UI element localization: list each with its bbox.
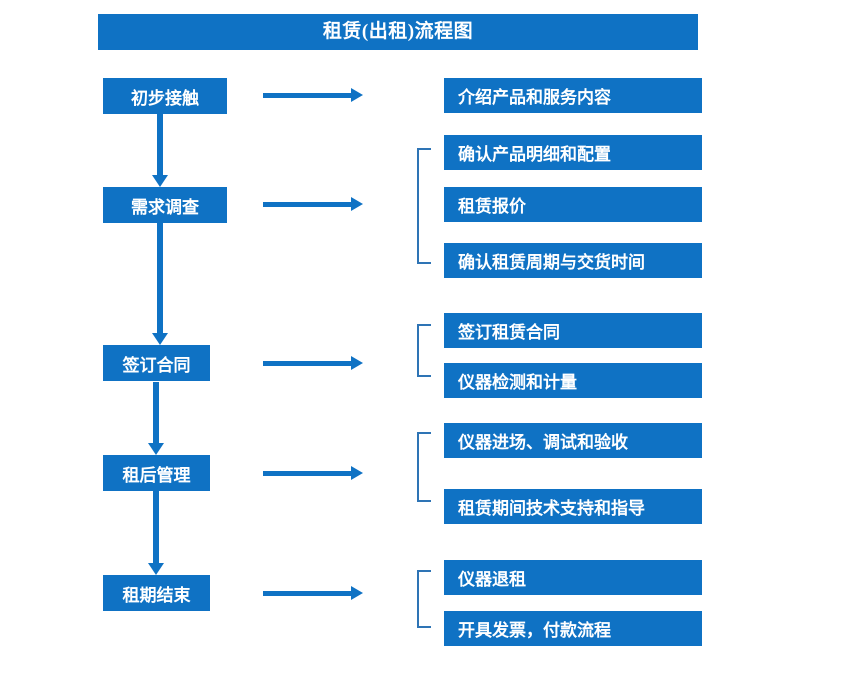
group-bracket-icon-1	[417, 148, 431, 264]
right-arrow-icon-2	[263, 197, 363, 211]
detail-box-9[interactable]: 仪器退租	[444, 560, 702, 595]
detail-box-2[interactable]: 确认产品明细和配置	[444, 135, 702, 170]
stage-box-1[interactable]: 初步接触	[103, 78, 227, 114]
stage-box-4[interactable]: 租后管理	[103, 455, 210, 491]
detail-box-1[interactable]: 介绍产品和服务内容	[444, 78, 702, 113]
down-arrow-icon-1	[152, 114, 168, 187]
detail-box-7[interactable]: 仪器进场、调试和验收	[444, 423, 702, 458]
detail-box-6[interactable]: 仪器检测和计量	[444, 363, 702, 398]
right-arrow-icon-5	[263, 586, 363, 600]
right-arrow-icon-4	[263, 466, 363, 480]
detail-box-5[interactable]: 签订租赁合同	[444, 313, 702, 348]
group-bracket-icon-2	[417, 324, 431, 377]
detail-box-3[interactable]: 租赁报价	[444, 187, 702, 222]
stage-box-2[interactable]: 需求调查	[103, 187, 227, 223]
detail-box-4[interactable]: 确认租赁周期与交货时间	[444, 243, 702, 278]
down-arrow-icon-2	[152, 223, 168, 345]
detail-box-10[interactable]: 开具发票，付款流程	[444, 611, 702, 646]
down-arrow-icon-4	[148, 491, 164, 575]
right-arrow-icon-3	[263, 356, 363, 370]
group-bracket-icon-3	[417, 432, 431, 502]
right-arrow-icon-1	[263, 88, 363, 102]
stage-box-3[interactable]: 签订合同	[103, 345, 210, 381]
detail-box-8[interactable]: 租赁期间技术支持和指导	[444, 489, 702, 524]
down-arrow-icon-3	[148, 382, 164, 455]
diagram-title: 租赁(出租)流程图	[98, 14, 698, 50]
stage-box-5[interactable]: 租期结束	[103, 575, 210, 611]
group-bracket-icon-4	[417, 570, 431, 628]
